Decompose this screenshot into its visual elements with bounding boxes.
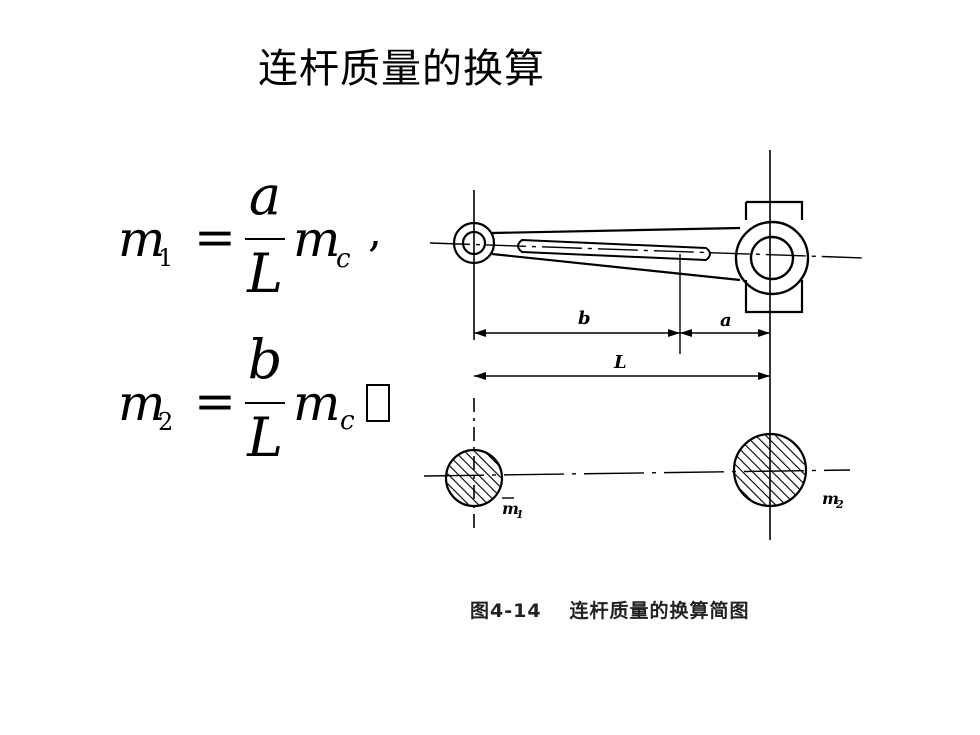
rod-lower-edge — [491, 252, 741, 282]
denominator: L — [247, 406, 283, 469]
figure-caption: 图4-14 连杆质量的换算简图 — [470, 596, 750, 623]
rod-slot — [517, 238, 711, 262]
rod-upper-edge — [491, 226, 741, 235]
equals-sign: = — [194, 208, 236, 266]
formula-m1: m 1 = a L m c , — [118, 164, 428, 322]
fraction-bar — [245, 402, 285, 404]
label-b: b — [578, 308, 591, 329]
small-end-outer — [452, 221, 496, 265]
fraction-bar — [245, 238, 285, 240]
lhs-var: m — [118, 210, 166, 268]
missing-glyph-box — [366, 384, 390, 422]
label-m1: m — [502, 499, 519, 518]
big-end-inner — [749, 235, 795, 281]
denominator: L — [247, 242, 283, 305]
rhs-sub: c — [340, 406, 355, 436]
rhs-var: m — [293, 374, 341, 432]
label-m1-sub: 1 — [516, 508, 524, 521]
lhs-var: m — [118, 374, 166, 432]
big-end-outer — [734, 220, 810, 296]
connecting-rod-diagram: b a L m 1 m 2 — [423, 150, 866, 540]
mass-2-circle — [732, 432, 808, 508]
lhs-sub: 1 — [158, 244, 174, 272]
numerator: b — [247, 328, 283, 391]
label-m2-sub: 2 — [835, 498, 844, 511]
caption-text: 连杆质量的换算简图 — [569, 600, 750, 622]
rhs-sub: c — [336, 244, 351, 274]
formula-m2: m 2 = b L m c — [118, 328, 428, 490]
mass-1-circle — [444, 448, 504, 508]
small-end-inner — [461, 230, 487, 256]
lhs-sub: 2 — [158, 408, 174, 436]
numerator: a — [248, 164, 282, 227]
label-a: a — [720, 310, 732, 331]
caption-number: 图4-14 — [470, 600, 542, 622]
rhs-var: m — [293, 210, 341, 268]
slide-title: 连杆质量的换算 — [258, 46, 545, 92]
comma: , — [368, 206, 382, 257]
equals-sign: = — [194, 372, 236, 430]
label-m2: m — [822, 489, 839, 508]
big-end-cap — [744, 200, 804, 314]
label-L: L — [613, 352, 627, 373]
